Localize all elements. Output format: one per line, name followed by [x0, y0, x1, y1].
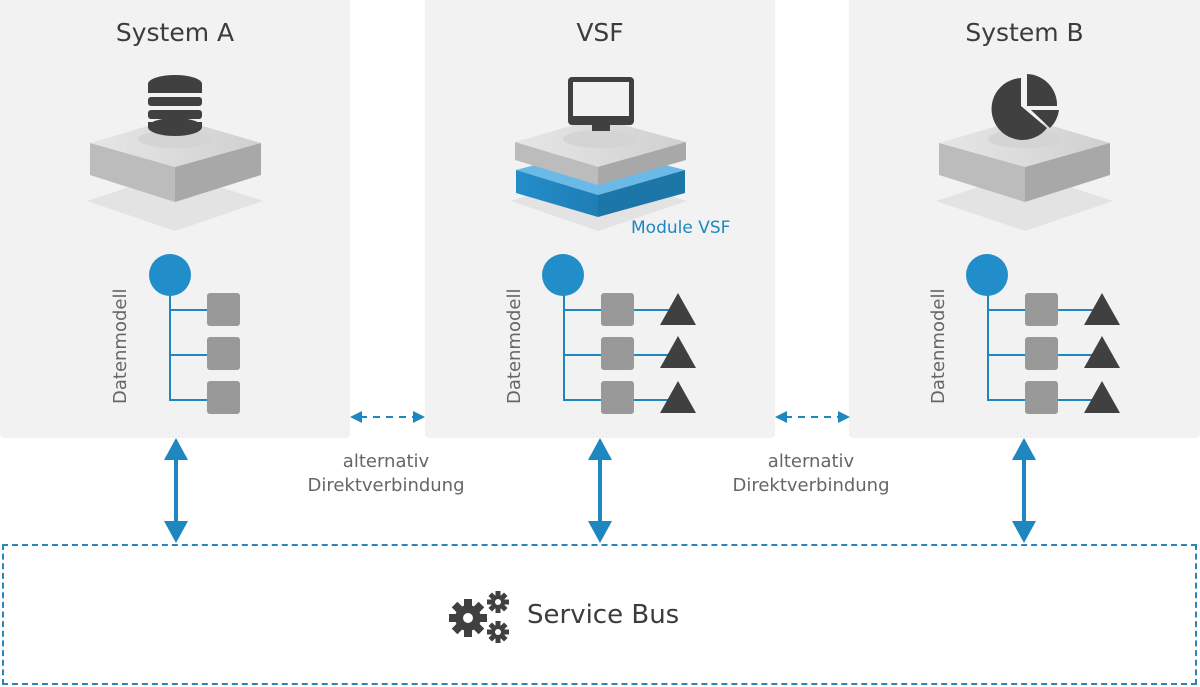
child-node [207, 293, 240, 326]
leaf-triangle [1084, 336, 1120, 368]
vsf-tree [542, 254, 696, 414]
direct-connection-arrow-vsf-b [775, 411, 850, 423]
system-a-title: System A [115, 18, 235, 47]
child-node [1025, 337, 1058, 370]
system-b-title: System B [965, 18, 1084, 47]
child-node [207, 337, 240, 370]
pie-chart-icon [991, 74, 1059, 140]
bus-arrow-system-a [164, 438, 188, 543]
leaf-triangle [1084, 293, 1120, 325]
alt-connection-label-1: alternativ Direktverbindung [276, 450, 496, 498]
leaf-triangle [1084, 381, 1120, 413]
child-node [601, 337, 634, 370]
database-icon [148, 75, 202, 136]
leaf-triangle [660, 293, 696, 325]
leaf-triangle [660, 381, 696, 413]
direct-connection-arrow-a-vsf [350, 411, 425, 423]
child-node [1025, 293, 1058, 326]
alt-connection-label-2: alternativ Direktverbindung [701, 450, 921, 498]
vsf-panel: VSF [425, 0, 775, 438]
system-a-platform-block [87, 118, 263, 231]
alt-connection-line2: Direktverbindung [307, 475, 465, 496]
leaf-triangle [660, 336, 696, 368]
gears-icon [449, 591, 509, 643]
alt-connection-line2: Direktverbindung [732, 475, 890, 496]
child-node [1025, 381, 1058, 414]
alt-connection-line1: alternativ [342, 451, 430, 472]
root-node [542, 254, 584, 296]
root-node [149, 254, 191, 296]
bus-arrow-system-b [1012, 438, 1036, 543]
service-bus-box [2, 544, 1197, 685]
child-node [207, 381, 240, 414]
vsf-platform-block [511, 118, 687, 231]
system-b-tree [966, 254, 1120, 414]
system-a-tree [149, 254, 240, 414]
module-vsf-label: Module VSF [631, 218, 731, 238]
bus-arrow-vsf [588, 438, 612, 543]
system-b-platform-block [936, 118, 1113, 231]
root-node [966, 254, 1008, 296]
alt-connection-line1: alternativ [767, 451, 855, 472]
monitor-icon [568, 77, 634, 131]
child-node [601, 293, 634, 326]
service-bus-label: Service Bus [527, 600, 680, 630]
child-node [601, 381, 634, 414]
vsf-title: VSF [576, 18, 624, 47]
